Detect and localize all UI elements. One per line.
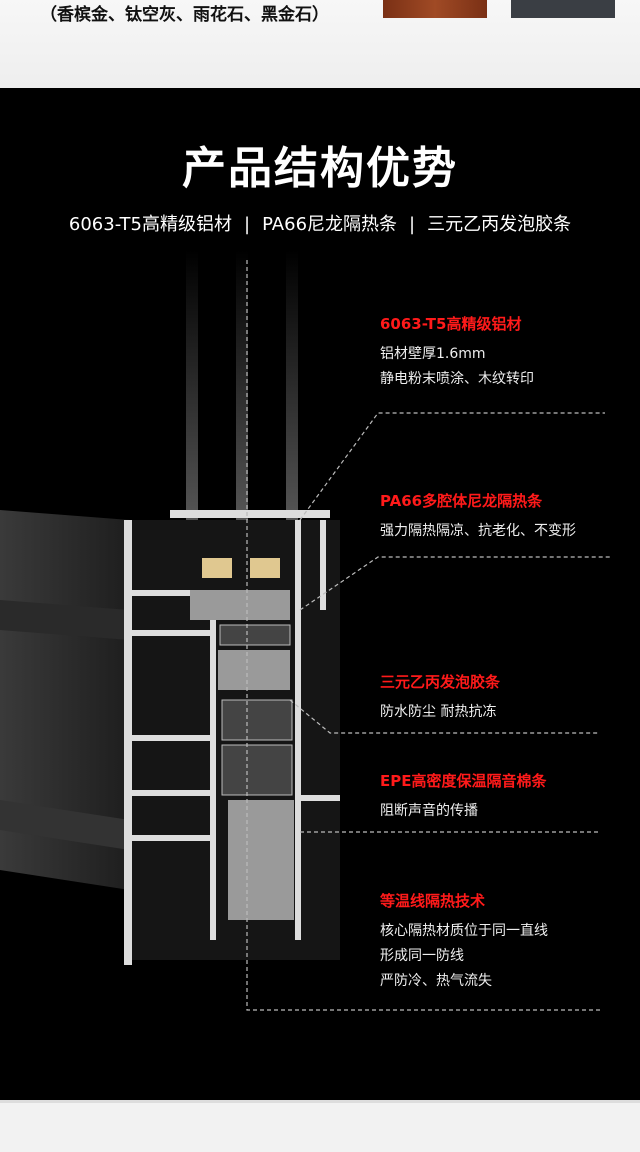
feature-epdm-seal: 三元乙丙发泡胶条 防水防尘 耐热抗冻	[380, 671, 500, 725]
epe-foam	[190, 590, 294, 920]
separator: |	[409, 214, 416, 235]
feature-line: 形成同一防线	[380, 948, 464, 964]
section-subtitle: 6063-T5高精级铝材 | PA66尼龙隔热条 | 三元乙丙发泡胶条	[0, 210, 640, 236]
feature-title: 6063-T5高精级铝材	[380, 315, 522, 333]
thermal-strips	[219, 624, 293, 796]
separator: |	[244, 214, 251, 235]
feature-isotherm: 等温线隔热技术 核心隔热材质位于同一直线 形成同一防线 严防冷、热气流失	[380, 890, 548, 994]
feature-title: EPE高密度保温隔音棉条	[380, 772, 547, 790]
feature-epe-foam: EPE高密度保温隔音棉条 阻断声音的传播	[380, 770, 547, 824]
bottom-section	[0, 1100, 640, 1152]
subtitle-item: 三元乙丙发泡胶条	[427, 214, 572, 235]
section-title: 产品结构优势	[182, 143, 458, 194]
feature-line: 强力隔热隔凉、抗老化、不变形	[380, 523, 576, 539]
swatch-grey	[511, 0, 615, 18]
leader-lines	[246, 260, 610, 1011]
feature-line: 铝材壁厚1.6mm	[380, 346, 486, 362]
glazing-beads	[202, 558, 280, 578]
color-options-section: （香槟金、钛空灰、雨花石、黑金石）	[0, 0, 640, 88]
feature-title: 三元乙丙发泡胶条	[380, 673, 501, 691]
swatch-wood	[383, 0, 487, 18]
feature-aluminum: 6063-T5高精级铝材 铝材壁厚1.6mm 静电粉末喷涂、木纹转印	[380, 313, 534, 392]
feature-nylon-strip: PA66多腔体尼龙隔热条 强力隔热隔凉、抗老化、不变形	[380, 490, 576, 544]
subtitle-item: 6063-T5高精级铝材	[68, 214, 233, 235]
feature-title: 等温线隔热技术	[380, 892, 486, 910]
feature-line: 静电粉末喷涂、木纹转印	[380, 371, 534, 387]
glass-panes	[186, 250, 298, 520]
feature-line: 阻断声音的传播	[380, 803, 478, 819]
feature-line: 防水防尘 耐热抗冻	[380, 704, 497, 720]
color-options-label: （香槟金、钛空灰、雨花石、黑金石）	[40, 5, 329, 25]
feature-line: 核心隔热材质位于同一直线	[380, 923, 548, 939]
feature-title: PA66多腔体尼龙隔热条	[380, 492, 543, 510]
subtitle-item: PA66尼龙隔热条	[262, 214, 398, 235]
feature-line: 严防冷、热气流失	[380, 973, 492, 989]
